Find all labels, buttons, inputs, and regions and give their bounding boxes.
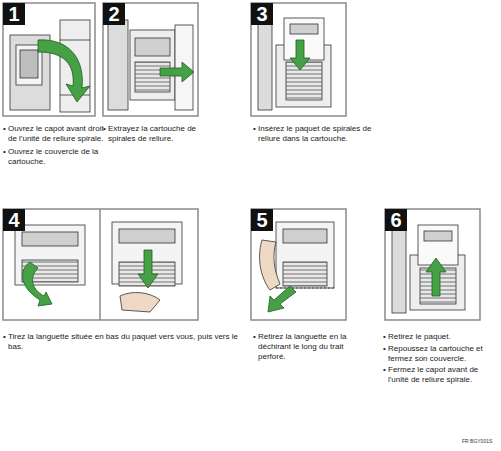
- document-code: FR BGY001S: [462, 439, 492, 445]
- step-number: 4: [3, 209, 25, 231]
- step3-drawing: [258, 18, 331, 110]
- step4-drawing: [15, 222, 182, 312]
- step-number: 2: [103, 3, 125, 25]
- instruction-text: • Tirez la languette située en bas du pa…: [3, 332, 248, 352]
- instruction-text: • Insérez le paquet de spirales de reliu…: [253, 124, 383, 144]
- step-number: 1: [3, 3, 25, 25]
- step1-drawing: [10, 20, 90, 112]
- instruction-text: • Extrayez la cartouche de spirales de r…: [103, 124, 213, 144]
- instruction-text: • Ouvrez le capot avant droit de l'unité…: [3, 124, 108, 144]
- step6-drawing: [392, 225, 465, 313]
- step-number: 3: [251, 3, 273, 25]
- instruction-text: • Retirez le paquet.: [383, 332, 498, 342]
- instruction-text: • Retirez la languette en la déchirant l…: [253, 332, 368, 361]
- step5-drawing: [260, 222, 334, 312]
- step-number: 6: [385, 209, 407, 231]
- instruction-text: • Ouvrez le couvercle de la cartouche.: [3, 147, 108, 167]
- step-number: 5: [251, 209, 273, 231]
- panel-frames: [3, 3, 480, 320]
- instruction-text: • Repoussez la cartouche et fermez son c…: [383, 344, 498, 364]
- instruction-text: • Fermez le capot avant de l'unité de re…: [383, 365, 498, 385]
- step2-drawing: [108, 20, 194, 110]
